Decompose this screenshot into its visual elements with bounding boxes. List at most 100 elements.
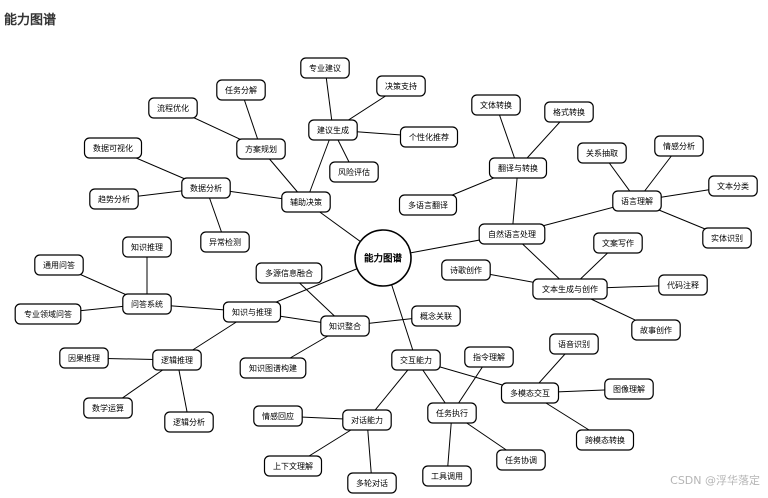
node-box xyxy=(347,472,397,494)
node-yinguo[interactable]: 因果推理 xyxy=(59,347,109,369)
node-label: 情感分析 xyxy=(663,141,695,151)
node-label: 概念关联 xyxy=(420,311,452,321)
node-liucheng[interactable]: 流程优化 xyxy=(148,97,198,119)
node-zhishi-tuili[interactable]: 知识与推理 xyxy=(222,301,282,323)
node-shuju-fenxi[interactable]: 数据分析 xyxy=(181,177,231,199)
node-shige[interactable]: 诗歌创作 xyxy=(441,259,491,281)
node-duomotai[interactable]: 多模态交互 xyxy=(500,382,560,404)
node-box xyxy=(398,194,458,216)
node-kuamotai[interactable]: 跨模态转换 xyxy=(575,429,635,451)
node-label: 故事创作 xyxy=(640,325,672,335)
watermark: CSDN @浮华落定 xyxy=(670,474,760,487)
node-label: 建议生成 xyxy=(317,125,349,135)
node-wenben-fenlei[interactable]: 文本分类 xyxy=(708,175,758,197)
node-label: 专业领域问答 xyxy=(24,309,72,319)
node-box xyxy=(604,378,654,400)
node-label: 文体转换 xyxy=(480,100,512,110)
node-fanyi[interactable]: 翻译与转换 xyxy=(488,157,548,179)
node-gexinghua[interactable]: 个性化推荐 xyxy=(399,126,459,148)
node-yichang[interactable]: 异常检测 xyxy=(200,231,250,253)
node-gushi[interactable]: 故事创作 xyxy=(631,319,681,341)
node-wenan[interactable]: 文案写作 xyxy=(593,232,643,254)
node-box xyxy=(239,357,307,379)
node-qushi[interactable]: 趋势分析 xyxy=(89,188,139,210)
node-yuyin[interactable]: 语音识别 xyxy=(549,333,599,355)
node-box xyxy=(122,236,172,258)
node-box xyxy=(631,319,681,341)
node-zhishi-tuili2[interactable]: 知识推理 xyxy=(122,236,172,258)
node-box xyxy=(464,346,514,368)
node-box xyxy=(488,157,548,179)
node-label: 流程优化 xyxy=(157,103,189,113)
node-luoji-fenxi[interactable]: 逻辑分析 xyxy=(164,411,214,433)
node-label: 格式转换 xyxy=(553,107,585,117)
node-gainian[interactable]: 概念关联 xyxy=(411,305,461,327)
node-box xyxy=(612,190,662,212)
node-duoyuyan[interactable]: 多语言翻译 xyxy=(398,194,458,216)
node-yuyan-lijie[interactable]: 语言理解 xyxy=(612,190,662,212)
node-zhiling[interactable]: 指令理解 xyxy=(464,346,514,368)
edge-zishiyuyan-fanyi xyxy=(511,167,519,235)
node-label: 文本分类 xyxy=(717,181,749,191)
node-box xyxy=(658,274,708,296)
node-xietiao[interactable]: 任务协调 xyxy=(496,449,546,471)
center-node[interactable]: 能力图谱 xyxy=(354,229,412,287)
node-jianyi[interactable]: 建议生成 xyxy=(308,119,358,141)
node-fengxian[interactable]: 风险评估 xyxy=(329,161,379,183)
node-shuxue[interactable]: 数学运算 xyxy=(83,397,133,419)
node-label: 辅助决策 xyxy=(290,197,322,207)
node-label: 数学运算 xyxy=(92,403,124,413)
node-geshi[interactable]: 格式转换 xyxy=(544,101,594,123)
node-wenben-shengcheng[interactable]: 文本生成与创作 xyxy=(532,278,608,300)
node-fuzhu[interactable]: 辅助决策 xyxy=(281,191,331,213)
node-label: 决策支持 xyxy=(385,81,417,91)
node-qinggan-huiying[interactable]: 情感回应 xyxy=(253,405,303,427)
node-duihua[interactable]: 对话能力 xyxy=(342,409,392,431)
node-label: 逻辑分析 xyxy=(173,417,205,427)
node-luoji[interactable]: 逻辑推理 xyxy=(152,349,202,371)
node-renwu-zhixing[interactable]: 任务执行 xyxy=(427,402,477,424)
node-tuxiang[interactable]: 图像理解 xyxy=(604,378,654,400)
node-box xyxy=(59,347,109,369)
node-box xyxy=(148,97,198,119)
node-box xyxy=(34,254,84,276)
node-box xyxy=(83,137,143,159)
node-box xyxy=(376,75,426,97)
node-fangan[interactable]: 方案规划 xyxy=(236,138,286,160)
node-label: 指令理解 xyxy=(473,352,505,362)
node-zhishi-zhenghe[interactable]: 知识整合 xyxy=(320,315,370,337)
node-label: 实体识别 xyxy=(711,233,743,243)
node-jiaohu[interactable]: 交互能力 xyxy=(391,349,441,371)
node-daima[interactable]: 代码注释 xyxy=(658,274,708,296)
node-shiti[interactable]: 实体识别 xyxy=(702,227,752,249)
node-qinggan-fenxi[interactable]: 情感分析 xyxy=(654,135,704,157)
node-label: 方案规划 xyxy=(245,144,277,154)
node-renwu-fenjie[interactable]: 任务分解 xyxy=(216,79,266,101)
node-label: 代码注释 xyxy=(667,280,699,290)
node-wenti-zhuanhuan[interactable]: 文体转换 xyxy=(471,94,521,116)
node-wenda[interactable]: 问答系统 xyxy=(122,293,172,315)
node-guanxi[interactable]: 关系抽取 xyxy=(577,142,627,164)
node-tupu-goujian[interactable]: 知识图谱构建 xyxy=(239,357,307,379)
node-label: 知识图谱构建 xyxy=(249,363,297,373)
node-label: 语言理解 xyxy=(621,196,653,206)
node-label: 翻译与转换 xyxy=(498,163,538,173)
node-gongju[interactable]: 工具调用 xyxy=(422,465,472,487)
node-zhuanye-jianyi[interactable]: 专业建议 xyxy=(300,57,350,79)
node-label: 任务执行 xyxy=(436,408,468,418)
node-duoyuan[interactable]: 多源信息融合 xyxy=(255,262,323,284)
node-label: 个性化推荐 xyxy=(409,132,449,142)
node-shuju-keshihua[interactable]: 数据可视化 xyxy=(83,137,143,159)
node-label: 多语言翻译 xyxy=(408,200,448,210)
node-tongyong[interactable]: 通用问答 xyxy=(34,254,84,276)
node-shangxiawen[interactable]: 上下文理解 xyxy=(263,455,323,477)
node-label: 对话能力 xyxy=(351,415,383,425)
center-circle xyxy=(354,229,412,287)
node-label: 知识整合 xyxy=(329,321,361,331)
node-lingyu[interactable]: 专业领域问答 xyxy=(14,303,82,325)
node-label: 通用问答 xyxy=(43,260,75,270)
node-zishiyuyan[interactable]: 自然语言处理 xyxy=(478,223,546,245)
node-duolun[interactable]: 多轮对话 xyxy=(347,472,397,494)
node-juece-zhichi[interactable]: 决策支持 xyxy=(376,75,426,97)
node-box xyxy=(496,449,546,471)
